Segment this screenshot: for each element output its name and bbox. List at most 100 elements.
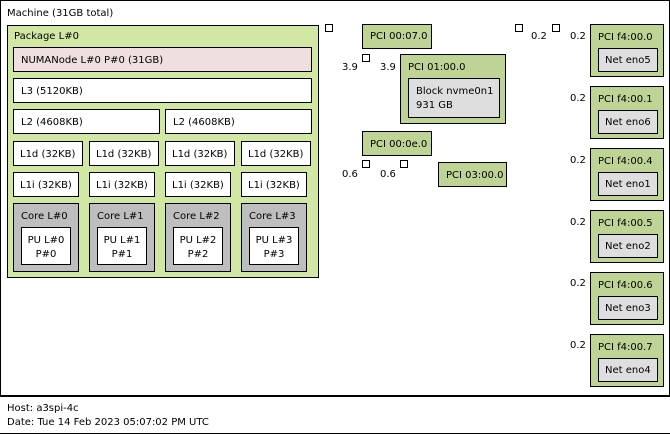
l1i-cache: L1i (32KB) (89, 172, 155, 197)
pci-device: PCI 01:00.0 Block nvme0n1 931 GB (400, 54, 506, 124)
network-device: Net eno6 (598, 110, 658, 134)
l1d-label: L1d (32KB) (96, 149, 152, 160)
l1d-label: L1d (32KB) (248, 149, 304, 160)
network-device: Net eno4 (598, 358, 658, 382)
network-device-name: Net eno6 (605, 117, 651, 128)
core-label: Core L#0 (21, 211, 68, 222)
pci-bridge (362, 54, 370, 62)
l2-cache: L2 (4608KB) (13, 109, 160, 134)
l2-label: L2 (4608KB) (173, 117, 235, 128)
package-label: Package L#0 (14, 31, 79, 42)
link-speed: 0.2 (570, 278, 586, 289)
l3-cache: L3 (5120KB) (13, 78, 312, 103)
pu-box: PU L#3 P#3 (249, 227, 299, 265)
l1i-label: L1i (32KB) (248, 180, 300, 191)
l1i-cache: L1i (32KB) (241, 172, 307, 197)
link-speed: 0.2 (570, 93, 586, 104)
pci-device: PCI f4:00.1 Net eno6 (590, 86, 664, 139)
network-device-name: Net eno3 (605, 303, 651, 314)
block-device: Block nvme0n1 931 GB (408, 78, 500, 118)
network-device: Net eno5 (598, 48, 658, 72)
pu-box: PU L#2 P#2 (173, 227, 223, 265)
pci-bridge (362, 160, 370, 168)
link-speed: 0.6 (380, 169, 396, 180)
pu-physical: P#1 (111, 249, 133, 260)
link-speed: 3.9 (380, 62, 396, 73)
l1i-label: L1i (32KB) (96, 180, 148, 191)
l3-label: L3 (5120KB) (21, 86, 83, 97)
footer-divider (0, 396, 670, 397)
link-speed: 0.2 (570, 217, 586, 228)
pci-device-label: PCI f4:00.6 (598, 280, 653, 291)
pci-bridge (400, 160, 408, 168)
pu-label: PU L#3 (255, 235, 293, 246)
pu-physical: P#3 (263, 249, 285, 260)
core-box: Core L#1 PU L#1 P#1 (89, 203, 155, 272)
pci-device: PCI f4:00.7 Net eno4 (590, 334, 664, 387)
footer-host: Host: a3spi-4c (7, 403, 79, 414)
block-device-size: 931 GB (416, 100, 453, 111)
l1i-cache: L1i (32KB) (13, 172, 79, 197)
network-device-name: Net eno4 (605, 365, 651, 376)
core-box: Core L#2 PU L#2 P#2 (165, 203, 231, 272)
link-speed: 3.9 (342, 62, 358, 73)
pci-device: PCI 00:0e.0 (362, 131, 432, 156)
core-label: Core L#1 (97, 211, 144, 222)
pci-device: PCI f4:00.5 Net eno2 (590, 210, 664, 263)
pci-device-label: PCI f4:00.1 (598, 94, 653, 105)
network-device: Net eno2 (598, 234, 658, 258)
pu-physical: P#0 (35, 249, 57, 260)
link-speed: 0.2 (570, 155, 586, 166)
footer-date: Date: Tue 14 Feb 2023 05:07:02 PM UTC (7, 417, 209, 428)
l1i-cache: L1i (32KB) (165, 172, 231, 197)
pci-device-label: PCI 01:00.0 (408, 62, 466, 73)
pci-device-label: PCI f4:00.7 (598, 342, 653, 353)
l1d-label: L1d (32KB) (172, 149, 228, 160)
pci-device: PCI 03:00.0 (438, 162, 507, 187)
l1d-label: L1d (32KB) (20, 149, 76, 160)
pci-device-label: PCI f4:00.5 (598, 218, 653, 229)
block-device-name: Block nvme0n1 (416, 86, 494, 97)
l1d-cache: L1d (32KB) (241, 141, 311, 166)
pci-device: PCI 00:07.0 (362, 24, 432, 49)
link-speed: 0.2 (570, 340, 586, 351)
link-speed: 0.2 (531, 31, 547, 42)
pci-device-label: PCI f4:00.0 (598, 32, 653, 43)
numa-node: NUMANode L#0 P#0 (31GB) (13, 47, 312, 72)
l1i-label: L1i (32KB) (172, 180, 224, 191)
network-device-name: Net eno1 (605, 179, 651, 190)
core-label: Core L#2 (173, 211, 220, 222)
host-bridge (325, 24, 333, 32)
core-box: Core L#3 PU L#3 P#3 (241, 203, 307, 272)
network-device-name: Net eno5 (605, 55, 651, 66)
core-label: Core L#3 (249, 211, 296, 222)
pu-label: PU L#0 (27, 235, 65, 246)
pu-label: PU L#1 (103, 235, 141, 246)
pu-label: PU L#2 (179, 235, 217, 246)
pci-device: PCI f4:00.4 Net eno1 (590, 148, 664, 201)
l2-cache: L2 (4608KB) (165, 109, 312, 134)
pci-device-label: PCI f4:00.4 (598, 156, 653, 167)
pci-device-label: PCI 00:07.0 (370, 31, 428, 42)
machine-label: Machine (31GB total) (7, 8, 114, 19)
host-bridge (515, 24, 523, 32)
network-device: Net eno1 (598, 172, 658, 196)
pci-device-label: PCI 03:00.0 (446, 170, 504, 181)
l2-label: L2 (4608KB) (21, 117, 83, 128)
pci-device: PCI f4:00.6 Net eno3 (590, 272, 664, 325)
link-speed: 0.2 (570, 31, 586, 42)
pu-box: PU L#0 P#0 (21, 227, 71, 265)
pci-bridge (552, 24, 560, 32)
core-box: Core L#0 PU L#0 P#0 (13, 203, 79, 272)
pu-physical: P#2 (187, 249, 209, 260)
l1d-cache: L1d (32KB) (13, 141, 83, 166)
l1i-label: L1i (32KB) (20, 180, 72, 191)
pu-box: PU L#1 P#1 (97, 227, 147, 265)
l1d-cache: L1d (32KB) (89, 141, 159, 166)
numa-label: NUMANode L#0 P#0 (31GB) (21, 55, 164, 66)
network-device-name: Net eno2 (605, 241, 651, 252)
network-device: Net eno3 (598, 296, 658, 320)
link-speed: 0.6 (342, 169, 358, 180)
pci-device: PCI f4:00.0 Net eno5 (590, 24, 664, 77)
l1d-cache: L1d (32KB) (165, 141, 235, 166)
